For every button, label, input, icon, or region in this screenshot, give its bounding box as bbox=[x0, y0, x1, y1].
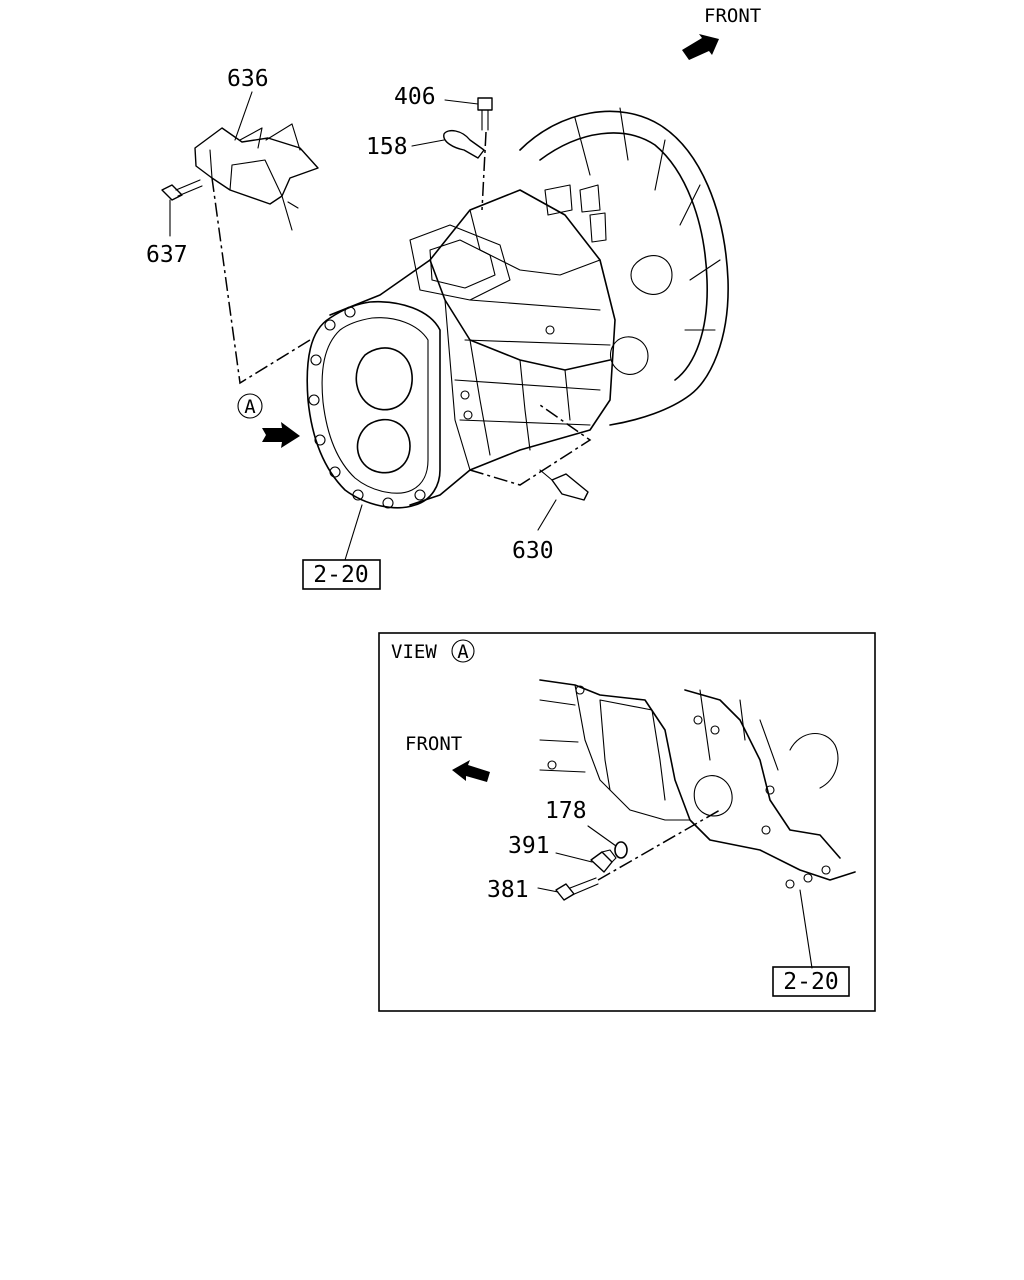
inset-leader-lines bbox=[537, 825, 813, 969]
inset-axis-line bbox=[597, 809, 721, 881]
clip-158 bbox=[443, 129, 485, 159]
callout-178: 178 bbox=[545, 798, 587, 824]
ref-box-label: 2-20 bbox=[313, 562, 368, 588]
inset-frame bbox=[378, 632, 876, 1012]
inset-view-a-marker: A bbox=[451, 639, 475, 663]
front-arrow-icon bbox=[682, 34, 719, 60]
inset-ref-box bbox=[772, 966, 850, 997]
callout-630: 630 bbox=[512, 538, 554, 564]
sensor-630 bbox=[539, 469, 589, 501]
svg-text:A: A bbox=[244, 396, 256, 418]
callout-636: 636 bbox=[227, 66, 269, 92]
callout-158: 158 bbox=[366, 134, 408, 160]
bolt-406 bbox=[477, 97, 493, 131]
view-a-marker: A bbox=[237, 393, 263, 419]
inset-view-a: VIEW A FRONT bbox=[378, 632, 876, 1012]
ref-box bbox=[302, 559, 381, 590]
bracket-link-line bbox=[211, 177, 311, 385]
fitting-391 bbox=[590, 849, 617, 873]
callout-381: 381 bbox=[487, 877, 529, 903]
inset-front-arrow-icon bbox=[452, 760, 490, 782]
inset-front-label: FRONT bbox=[405, 733, 462, 755]
transmission-housing bbox=[306, 107, 729, 509]
bolt-637 bbox=[161, 179, 203, 201]
inset-housing bbox=[539, 679, 856, 889]
inset-ref-box-label: 2-20 bbox=[783, 969, 838, 995]
callout-637: 637 bbox=[146, 242, 188, 268]
bolt-406-link-line bbox=[481, 131, 487, 211]
direction-arrow-icon bbox=[262, 422, 300, 448]
callout-406: 406 bbox=[394, 84, 436, 110]
front-label: FRONT bbox=[704, 5, 761, 27]
o-ring-178 bbox=[614, 841, 628, 859]
bolt-381 bbox=[555, 877, 599, 901]
leader-lines bbox=[169, 91, 557, 561]
main-view: FRONT bbox=[146, 5, 761, 590]
callout-391: 391 bbox=[508, 833, 550, 859]
svg-text:A: A bbox=[457, 641, 469, 663]
bracket-636 bbox=[194, 123, 319, 231]
inset-title: VIEW bbox=[391, 641, 437, 663]
